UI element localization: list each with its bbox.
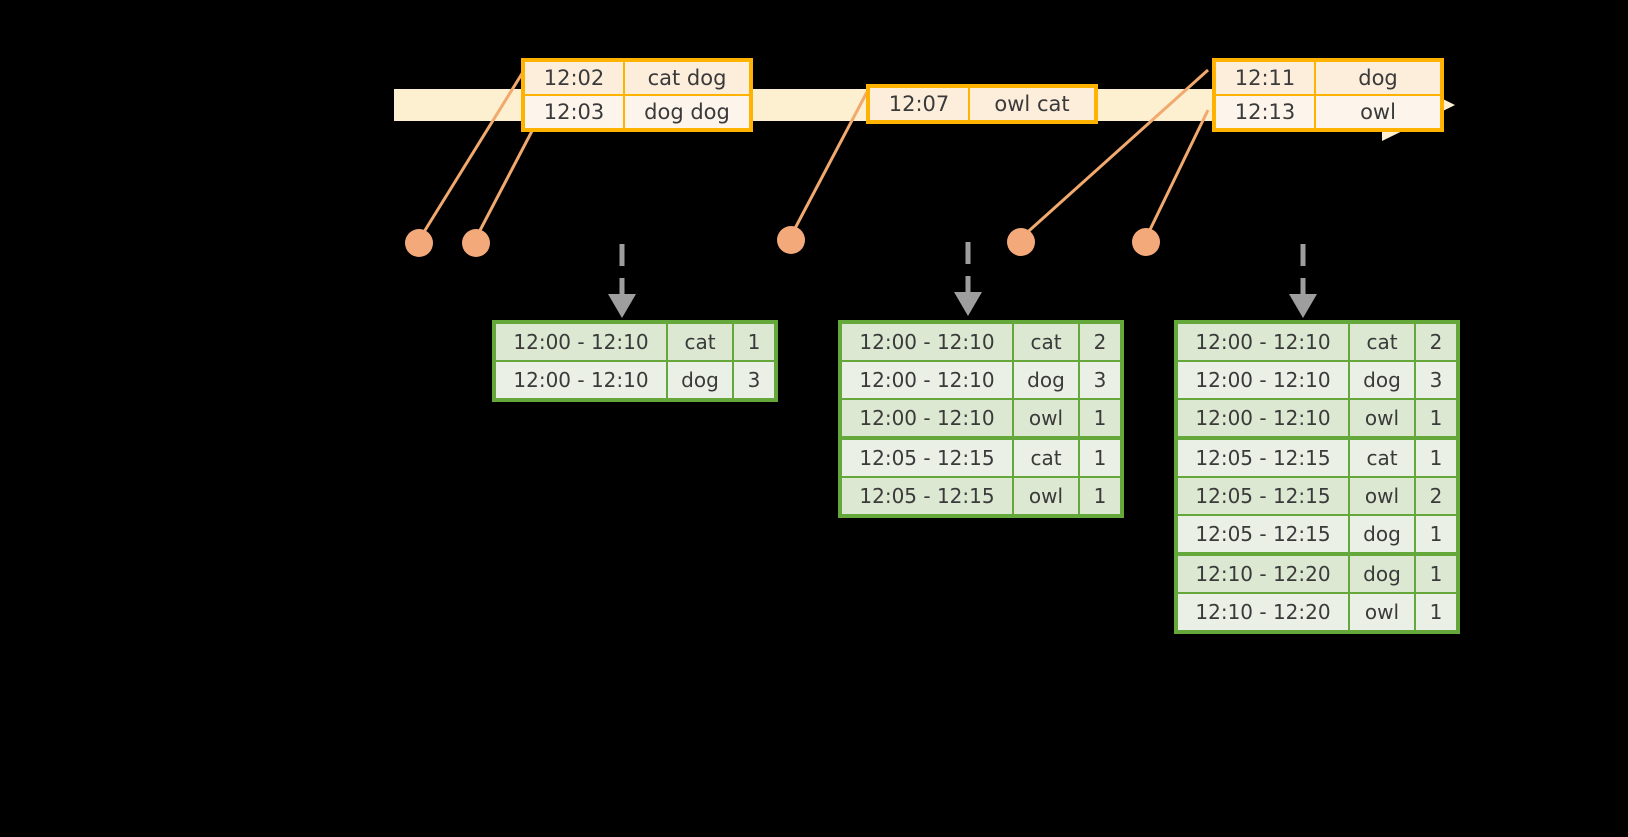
event-dots xyxy=(405,226,1160,257)
event-words: owl xyxy=(1315,95,1441,129)
word-cell: dog xyxy=(1349,555,1415,593)
count-cell: 1 xyxy=(733,323,775,361)
window-cell: 12:00 - 12:10 xyxy=(841,399,1013,439)
word-cell: owl xyxy=(1013,477,1079,515)
count-cell: 1 xyxy=(1079,477,1121,515)
event-time: 12:11 xyxy=(1215,61,1315,95)
event-time: 12:03 xyxy=(524,95,624,129)
window-cell: 12:10 - 12:20 xyxy=(1177,593,1349,631)
window-cell: 12:00 - 12:10 xyxy=(841,323,1013,361)
window-cell: 12:00 - 12:10 xyxy=(495,323,667,361)
word-cell: cat xyxy=(1349,439,1415,477)
event-time: 12:02 xyxy=(524,61,624,95)
word-cell: cat xyxy=(1013,323,1079,361)
word-cell: dog xyxy=(1013,361,1079,399)
event-dot xyxy=(462,229,490,257)
window-cell: 12:00 - 12:10 xyxy=(495,361,667,399)
window-cell: 12:05 - 12:15 xyxy=(1177,515,1349,555)
count-cell: 2 xyxy=(1415,323,1457,361)
word-cell: owl xyxy=(1349,477,1415,515)
event-dot xyxy=(777,226,805,254)
event-time: 12:07 xyxy=(869,87,969,121)
word-cell: cat xyxy=(1013,439,1079,477)
event-words: cat dog xyxy=(624,61,750,95)
count-cell: 3 xyxy=(1079,361,1121,399)
window-cell: 12:05 - 12:15 xyxy=(841,477,1013,515)
flow-arrow-1 xyxy=(608,244,636,318)
event-dot xyxy=(405,229,433,257)
window-cell: 12:05 - 12:15 xyxy=(841,439,1013,477)
count-cell: 1 xyxy=(1415,399,1457,439)
window-cell: 12:00 - 12:10 xyxy=(841,361,1013,399)
window-cell: 12:05 - 12:15 xyxy=(1177,439,1349,477)
event-words: dog dog xyxy=(624,95,750,129)
count-cell: 1 xyxy=(1079,439,1121,477)
count-cell: 2 xyxy=(1415,477,1457,515)
word-cell: cat xyxy=(667,323,733,361)
event-dot xyxy=(1007,228,1035,256)
count-cell: 1 xyxy=(1415,555,1457,593)
word-cell: cat xyxy=(1349,323,1415,361)
count-cell: 3 xyxy=(733,361,775,399)
word-cell: dog xyxy=(667,361,733,399)
word-cell: dog xyxy=(1349,515,1415,555)
word-cell: owl xyxy=(1013,399,1079,439)
count-cell: 3 xyxy=(1415,361,1457,399)
window-cell: 12:00 - 12:10 xyxy=(1177,323,1349,361)
window-cell: 12:00 - 12:10 xyxy=(1177,399,1349,439)
window-cell: 12:10 - 12:20 xyxy=(1177,555,1349,593)
event-time: 12:13 xyxy=(1215,95,1315,129)
flow-arrow-3 xyxy=(1289,244,1317,318)
count-cell: 1 xyxy=(1415,439,1457,477)
window-cell: 12:05 - 12:15 xyxy=(1177,477,1349,515)
count-cell: 1 xyxy=(1415,593,1457,631)
count-cell: 1 xyxy=(1415,515,1457,555)
window-cell: 12:00 - 12:10 xyxy=(1177,361,1349,399)
count-cell: 2 xyxy=(1079,323,1121,361)
count-cell: 1 xyxy=(1079,399,1121,439)
word-cell: owl xyxy=(1349,399,1415,439)
flow-arrows xyxy=(608,242,1317,318)
event-words: owl cat xyxy=(969,87,1095,121)
word-cell: owl xyxy=(1349,593,1415,631)
event-dot xyxy=(1132,228,1160,256)
word-cell: dog xyxy=(1349,361,1415,399)
event-words: dog xyxy=(1315,61,1441,95)
flow-arrow-2 xyxy=(954,242,982,316)
